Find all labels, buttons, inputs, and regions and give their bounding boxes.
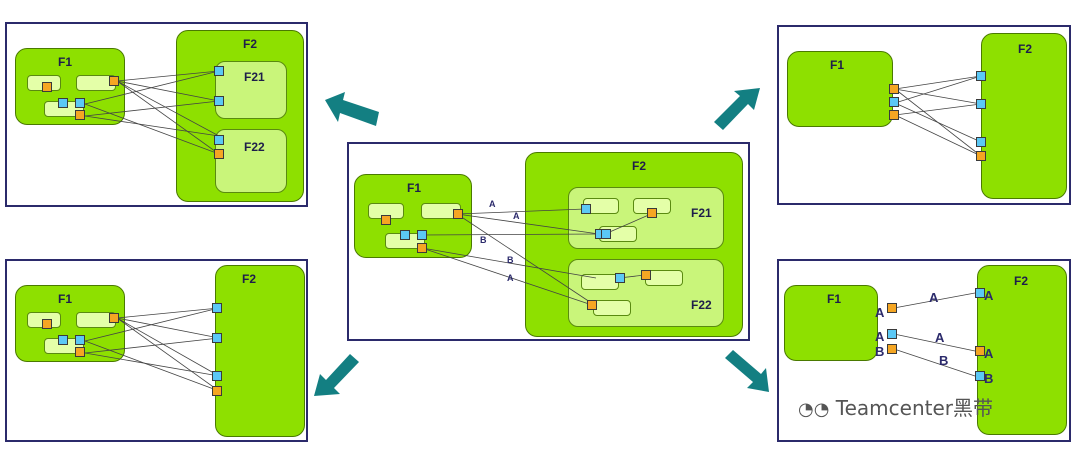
block-f2[interactable]: F2 F21 F22	[176, 30, 304, 202]
wire-label: B	[939, 353, 949, 368]
block-f21-label: F21	[691, 206, 712, 220]
port[interactable]	[214, 66, 224, 76]
port-label: B	[984, 371, 994, 386]
port[interactable]	[58, 98, 68, 108]
block-f2[interactable]: F2	[215, 265, 305, 437]
port[interactable]	[976, 99, 986, 109]
block-f1-label: F1	[58, 292, 73, 306]
watermark-text: Teamcenter黑带	[835, 396, 993, 420]
port[interactable]	[214, 149, 224, 159]
port[interactable]	[58, 335, 68, 345]
panel-bottom-left: F1 F2	[5, 259, 308, 442]
block-f1[interactable]: F1	[354, 174, 472, 258]
block-f1[interactable]: F1	[15, 48, 125, 125]
block-f1-label: F1	[830, 58, 845, 72]
block-f1-label: F1	[407, 181, 422, 195]
port[interactable]	[42, 319, 52, 329]
port[interactable]	[889, 110, 899, 120]
block-f22-label: F22	[244, 140, 265, 154]
port[interactable]	[214, 96, 224, 106]
component[interactable]	[593, 300, 631, 316]
block-f2[interactable]: F2	[977, 265, 1067, 435]
port[interactable]	[212, 333, 222, 343]
wire-label: A	[929, 290, 939, 305]
port[interactable]	[887, 329, 897, 339]
port-label: A	[875, 329, 885, 344]
port[interactable]	[75, 347, 85, 357]
port[interactable]	[75, 98, 85, 108]
panel-center: F1 F2 F21 F22 A A B	[347, 142, 750, 341]
block-f1[interactable]: F1	[787, 51, 893, 127]
port[interactable]	[976, 137, 986, 147]
block-f22[interactable]: F22	[215, 129, 287, 193]
port[interactable]	[975, 371, 985, 381]
port[interactable]	[417, 230, 427, 240]
port[interactable]	[975, 288, 985, 298]
block-f22-label: F22	[691, 298, 712, 312]
block-f2-label: F2	[1014, 274, 1029, 288]
arrow-up-left-icon	[325, 92, 379, 126]
block-f21[interactable]: F21	[215, 61, 287, 119]
watermark: ◔◔ Teamcenter黑带	[798, 392, 993, 421]
wire-label: A	[507, 273, 514, 283]
block-f2[interactable]: F2	[981, 33, 1067, 199]
port[interactable]	[212, 303, 222, 313]
arrow-up-right-icon	[714, 88, 760, 130]
port-label: A	[984, 346, 994, 361]
port[interactable]	[889, 97, 899, 107]
port[interactable]	[581, 204, 591, 214]
port[interactable]	[400, 230, 410, 240]
panel-bottom-right: F1 F2 A A B A A B A A B	[777, 259, 1071, 442]
port[interactable]	[976, 151, 986, 161]
port[interactable]	[587, 300, 597, 310]
block-f2-label: F2	[1018, 42, 1033, 56]
wechat-icon: ◔◔	[798, 399, 830, 420]
panel-top-left: F1 F2 F21 F22	[5, 22, 308, 207]
port[interactable]	[615, 273, 625, 283]
wire-label: A	[489, 199, 496, 209]
port-label: B	[875, 344, 885, 359]
block-f2[interactable]: F2 F21 F22	[525, 152, 743, 337]
block-f21-label: F21	[244, 70, 265, 84]
port[interactable]	[212, 371, 222, 381]
port[interactable]	[647, 208, 657, 218]
port[interactable]	[641, 270, 651, 280]
port[interactable]	[109, 313, 119, 323]
port[interactable]	[975, 346, 985, 356]
block-f21[interactable]: F21	[568, 187, 724, 249]
port[interactable]	[887, 303, 897, 313]
port[interactable]	[42, 82, 52, 92]
block-f1[interactable]: F1	[15, 285, 125, 362]
port[interactable]	[381, 215, 391, 225]
port[interactable]	[453, 209, 463, 219]
port-label: A	[875, 305, 885, 320]
port[interactable]	[889, 84, 899, 94]
port[interactable]	[976, 71, 986, 81]
wire-label: A	[935, 330, 945, 345]
port[interactable]	[212, 386, 222, 396]
port[interactable]	[601, 229, 611, 239]
component[interactable]	[581, 274, 619, 290]
port[interactable]	[214, 135, 224, 145]
wire-label: B	[480, 235, 487, 245]
block-f1[interactable]: F1	[784, 285, 878, 361]
port[interactable]	[887, 344, 897, 354]
wire-label: A	[513, 211, 520, 221]
block-f2-label: F2	[243, 37, 258, 51]
arrow-down-right-icon	[725, 350, 769, 392]
port[interactable]	[75, 110, 85, 120]
port[interactable]	[75, 335, 85, 345]
wire-label: B	[507, 255, 514, 265]
port[interactable]	[109, 76, 119, 86]
panel-top-right: F1 F2	[777, 25, 1071, 205]
arrow-down-left-icon	[314, 354, 359, 396]
block-f2-label: F2	[632, 159, 647, 173]
block-f2-label: F2	[242, 272, 257, 286]
block-f1-label: F1	[58, 55, 73, 69]
port-label: A	[984, 288, 994, 303]
port[interactable]	[417, 243, 427, 253]
block-f1-label: F1	[827, 292, 842, 306]
